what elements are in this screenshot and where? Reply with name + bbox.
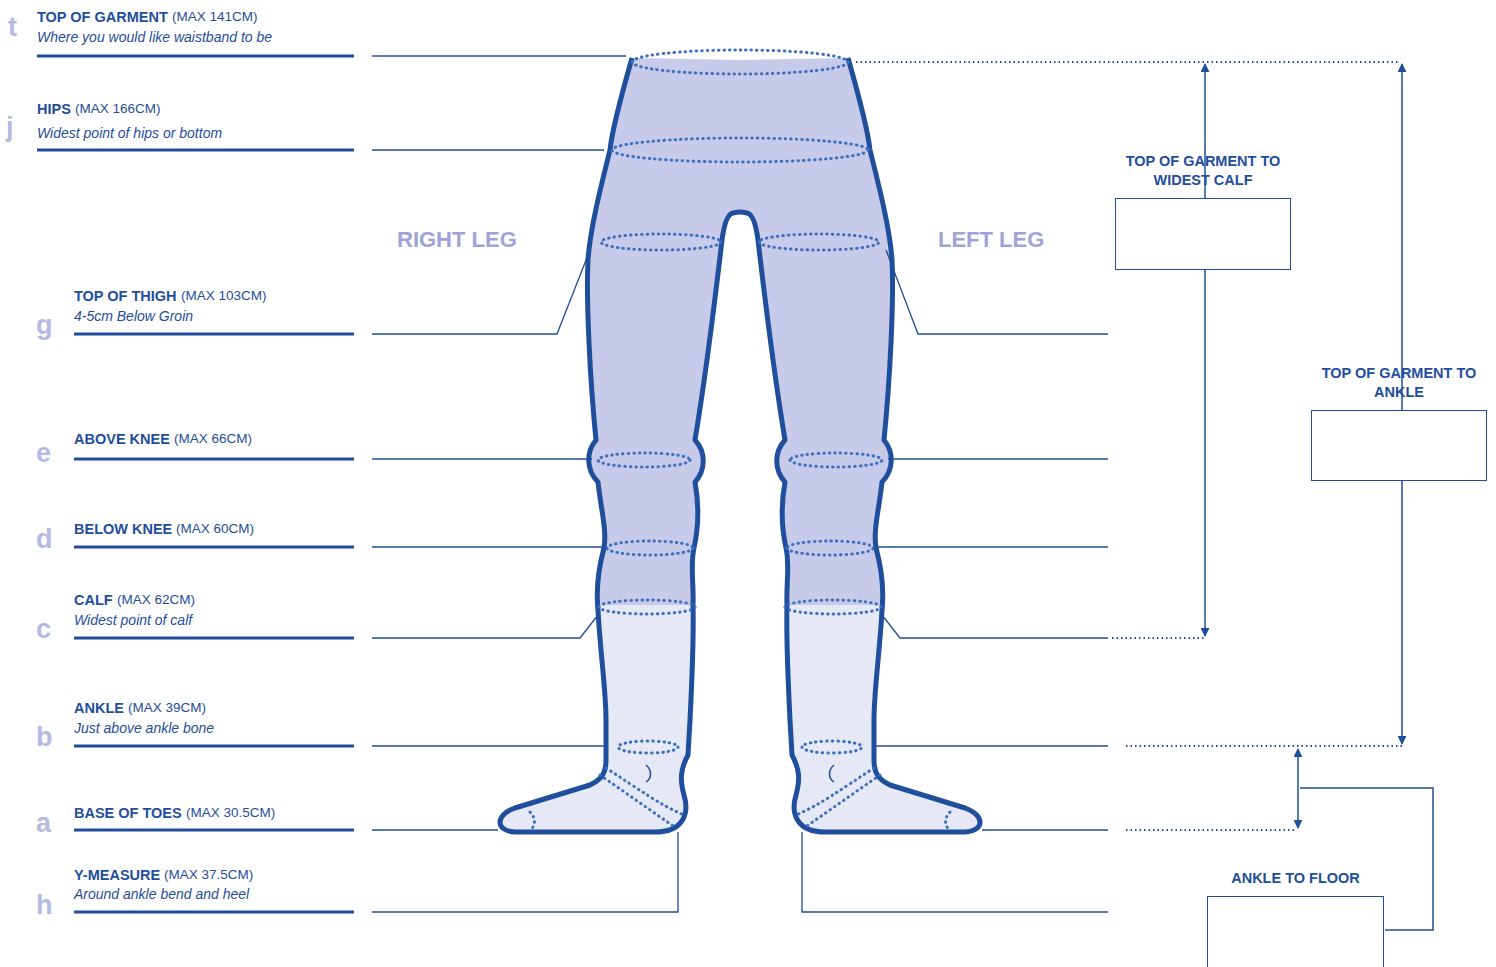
measure-name: CALF xyxy=(74,591,113,609)
measure-note: Widest point of hips or bottom xyxy=(37,124,222,142)
section-letter: c xyxy=(36,614,51,644)
measure-name: ANKLE xyxy=(74,699,124,717)
entry-box: TOP OF GARMENT TO ANKLE xyxy=(1311,364,1487,481)
max-size: (MAX 39CM) xyxy=(128,699,206,717)
max-size: (MAX 37.5CM) xyxy=(164,866,253,884)
max-size: (MAX 62CM) xyxy=(117,591,195,609)
measure-name: HIPS xyxy=(37,100,71,118)
max-size: (MAX 60CM) xyxy=(176,520,254,538)
box-heading: TOP OF GARMENT TO WIDEST CALF xyxy=(1115,152,1291,198)
measure-note: Just above ankle bone xyxy=(74,719,214,737)
entry-box: ANKLE TO FLOOR xyxy=(1207,869,1384,967)
measure-note: Around ankle bend and heel xyxy=(74,885,249,903)
measure-note: Widest point of calf xyxy=(74,611,192,629)
leg-label: RIGHT LEG xyxy=(397,227,517,253)
section-letter: t xyxy=(8,12,17,42)
measure-name: BASE OF TOES xyxy=(74,804,182,822)
measure-note: 4-5cm Below Groin xyxy=(74,307,193,325)
section-letter: h xyxy=(36,890,53,920)
section-letter: b xyxy=(36,722,53,752)
entry-field xyxy=(1311,410,1487,481)
measure-name: TOP OF GARMENT xyxy=(37,8,168,26)
max-size: (MAX 30.5CM) xyxy=(186,804,275,822)
entry-field xyxy=(1115,198,1291,270)
max-size: (MAX 66CM) xyxy=(174,430,252,448)
section-letter: d xyxy=(36,524,53,554)
measure-name: BELOW KNEE xyxy=(74,520,172,538)
box-heading: ANKLE TO FLOOR xyxy=(1207,869,1384,896)
max-size: (MAX 141CM) xyxy=(172,8,258,26)
box-heading: TOP OF GARMENT TO ANKLE xyxy=(1311,364,1487,410)
entry-field xyxy=(1207,896,1384,967)
entry-box: TOP OF GARMENT TO WIDEST CALF xyxy=(1115,152,1291,270)
measure-name: ABOVE KNEE xyxy=(74,430,170,448)
section-letter: j xyxy=(6,112,14,142)
section-letter: e xyxy=(36,438,51,468)
measure-name: Y-MEASURE xyxy=(74,866,160,884)
section-letter: a xyxy=(36,808,51,838)
max-size: (MAX 166CM) xyxy=(75,100,161,118)
max-size: (MAX 103CM) xyxy=(181,287,267,305)
leg-label: LEFT LEG xyxy=(938,227,1044,253)
measure-note: Where you would like waistband to be xyxy=(37,28,272,46)
section-letter: g xyxy=(36,310,53,340)
measure-name: TOP OF THIGH xyxy=(74,287,177,305)
